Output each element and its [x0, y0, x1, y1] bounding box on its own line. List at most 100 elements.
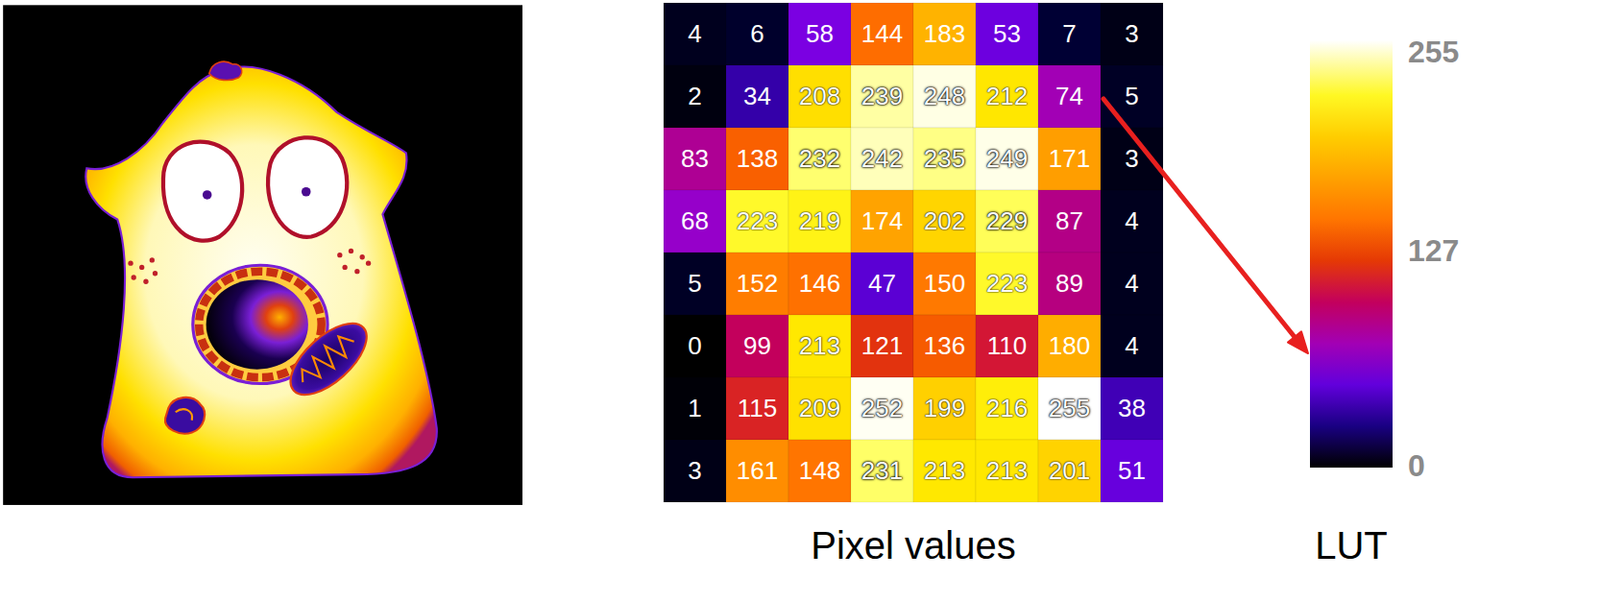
panel-caption: Pixel values — [810, 524, 1016, 567]
pixel-cell — [788, 65, 851, 128]
cell-top-blob — [209, 61, 243, 80]
pixel-value: 144 — [861, 20, 903, 49]
pixel-cell — [663, 439, 727, 503]
pixel-value: 180 — [1048, 332, 1091, 361]
pixel-value: 213 — [799, 332, 841, 361]
pixel-value: 115 — [737, 394, 777, 423]
pixel-value: 121 — [861, 332, 903, 361]
pixel-cell — [1100, 65, 1164, 128]
pixel-value: 146 — [799, 269, 841, 298]
pixel-value: 201 — [1048, 457, 1091, 485]
pixel-cell — [726, 377, 789, 440]
pixel-cell — [1038, 315, 1101, 378]
pixel-value: 3 — [1124, 145, 1139, 173]
pixel-cell — [850, 377, 914, 440]
pixel-value: 171 — [1048, 145, 1091, 173]
pixel-value: 4 — [687, 20, 702, 49]
pupil — [202, 190, 213, 200]
vesicle — [165, 397, 205, 435]
pixel-cell — [788, 127, 851, 191]
pixel-value: 2 — [687, 82, 702, 111]
mitochondrion — [278, 311, 379, 408]
pixel-cell — [1038, 439, 1101, 503]
pixel-cell — [1100, 439, 1164, 503]
pixel-value: 219 — [799, 207, 841, 236]
pixel-cell — [1100, 190, 1164, 253]
pixel-value: 7 — [1062, 20, 1076, 49]
pixel-cell — [1100, 252, 1164, 316]
pixel-value: 212 — [986, 82, 1028, 111]
pixel-value: 209 — [799, 394, 841, 423]
pupil — [301, 187, 312, 197]
pixel-cell — [913, 2, 976, 66]
pixel-value: 202 — [923, 207, 966, 236]
pixel-value: 5 — [1124, 82, 1139, 111]
pixel-value: 249 — [986, 145, 1028, 173]
pixel-value: 229 — [986, 207, 1028, 236]
pixel-value: 213 — [986, 457, 1028, 485]
pixel-cell — [850, 315, 914, 378]
pixel-value: 89 — [1055, 269, 1084, 298]
pixel-cell — [1100, 2, 1164, 66]
scale-value: 0 — [1407, 449, 1426, 484]
pixel-value: 38 — [1117, 394, 1146, 423]
scale-value: 255 — [1407, 35, 1459, 70]
eye — [163, 142, 243, 242]
eye — [267, 137, 347, 238]
pixel-cell — [913, 65, 976, 128]
pixel-cell — [663, 377, 727, 440]
pixel-value: 232 — [799, 145, 841, 173]
pixel-cell — [663, 315, 727, 378]
pixel-cell — [913, 377, 976, 440]
pixel-cell — [1038, 65, 1101, 128]
pixel-value: 150 — [923, 269, 966, 298]
pixel-value: 3 — [687, 457, 702, 485]
pixel-value: 183 — [923, 20, 966, 49]
pixel-cell — [1038, 190, 1101, 253]
pixel-value: 242 — [861, 145, 903, 173]
pixel-cell — [850, 439, 914, 503]
pixel-value: 4 — [1124, 332, 1139, 361]
pixel-cell — [726, 252, 789, 316]
pixel-cell — [788, 377, 851, 440]
pixel-value: 74 — [1055, 82, 1084, 111]
pixel-value: 239 — [861, 82, 903, 111]
pixel-cell — [850, 252, 914, 316]
pixel-value: 68 — [680, 207, 709, 236]
pixel-cell — [1038, 377, 1101, 440]
pixel-value: 58 — [805, 20, 834, 49]
pixel-value: 138 — [736, 145, 778, 173]
pixel-cell — [913, 190, 976, 253]
pixel-cell — [975, 315, 1039, 378]
pixel-cell — [726, 127, 789, 191]
pixel-value: 53 — [993, 20, 1021, 49]
pixel-cell — [850, 127, 914, 191]
pixel-cell — [726, 65, 789, 128]
pixel-value: 47 — [868, 269, 897, 298]
pixel-cell — [975, 127, 1039, 191]
pixel-value: 161 — [736, 457, 778, 485]
pixel-cell — [663, 65, 727, 128]
pixel-cell — [663, 252, 727, 316]
pixel-value: 51 — [1117, 457, 1146, 485]
pixel-value: 231 — [861, 457, 903, 485]
pixel-cell — [663, 190, 727, 253]
pixel-cell — [975, 377, 1039, 440]
pixel-value: 255 — [1048, 394, 1091, 423]
pixel-value: 235 — [923, 145, 966, 173]
pixel-value: 223 — [736, 207, 778, 236]
pixel-cell — [1100, 315, 1164, 378]
pixel-cell — [850, 190, 914, 253]
pixel-value: 99 — [743, 332, 772, 361]
pixel-cell — [726, 439, 789, 503]
pixel-value: 223 — [986, 269, 1028, 298]
pixel-cell — [975, 252, 1039, 316]
pixel-value: 5 — [687, 269, 702, 298]
pixel-value: 34 — [743, 82, 772, 111]
pixel-cell — [975, 190, 1039, 253]
pixel-value: 174 — [861, 207, 903, 236]
pixel-cell — [975, 439, 1039, 503]
pixel-value: 152 — [736, 269, 778, 298]
pixel-cell — [788, 190, 851, 253]
pixel-cell — [1038, 2, 1101, 66]
